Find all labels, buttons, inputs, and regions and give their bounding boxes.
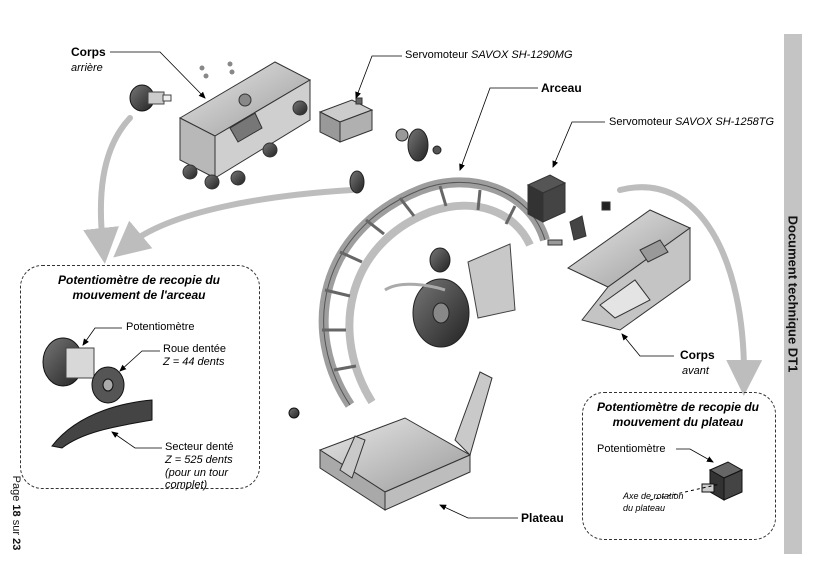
flow-arrow-pinion [113, 187, 355, 258]
flow-arrow-rear-potentiometer [83, 115, 133, 264]
secteur-dente-label: Secteur denté [165, 441, 234, 453]
servo1-model: SAVOX SH-1290MG [471, 49, 573, 61]
left-box-leaders [82, 327, 162, 449]
small-screw-part [288, 407, 300, 419]
servo2-model: SAVOX SH-1258TG [675, 116, 775, 128]
flow-arrow-front-potentiometer [617, 184, 763, 396]
document-sidebar [784, 34, 802, 554]
right-box-title-line2: mouvement du plateau [612, 415, 744, 429]
plateau-label: Plateau [521, 511, 564, 525]
axe-rotation-label-1: Axe de rotation [623, 491, 684, 501]
rear-potentiometer-part [129, 84, 172, 112]
arch-part [318, 177, 550, 408]
corps-arriere-sublabel: arrière [71, 62, 103, 74]
pulley-part [384, 247, 470, 348]
right-potentiometre-label: Potentiomètre [597, 443, 666, 455]
corps-avant-label: Corps [680, 348, 715, 362]
page-total: 23 [10, 538, 22, 551]
page-middle: sur [10, 516, 22, 539]
right-detail-box [582, 392, 776, 540]
secteur-note-1: (pour un tour [165, 467, 228, 479]
document-reference: Document technique DT1 [785, 215, 801, 373]
corps-arriere-label: Corps [71, 45, 106, 59]
page-number: Page 18 sur 23 [10, 476, 22, 551]
servo-sh1258tg-part [526, 174, 611, 246]
page-prefix: Page [10, 475, 22, 505]
plateau-part [318, 371, 493, 511]
left-box-illustration [42, 337, 153, 449]
roue-dentee-label: Roue dentée [163, 343, 226, 355]
page-current: 18 [10, 504, 22, 517]
right-box-leaders [676, 448, 714, 463]
rear-screws [199, 61, 235, 79]
main-leaders [110, 51, 674, 519]
corps-avant-sublabel: avant [682, 365, 709, 377]
right-box-title-line1: Potentiomètre de recopie du [596, 400, 760, 414]
left-potentiometre-label: Potentiomètre [126, 321, 195, 333]
rear-body-part [178, 61, 312, 190]
right-box-title: Potentiomètre de recopie du mouvement du… [586, 400, 770, 430]
left-detail-box [20, 265, 260, 489]
secteur-dente-z: Z = 525 dents [165, 454, 233, 466]
servo-sh1290mg-part [318, 97, 374, 143]
front-body-part [567, 209, 691, 331]
axe-rotation-label-2: du plateau [623, 503, 666, 513]
right-box-illustration [649, 461, 744, 501]
left-box-title: Potentiomètre de recopie du mouvement de… [24, 273, 254, 303]
servo1-prefix: Servomoteur [405, 49, 472, 61]
left-box-title-line2: mouvement de l'arceau [72, 288, 206, 302]
flow-arrows [83, 115, 763, 396]
arceau-label: Arceau [541, 81, 582, 95]
secteur-note-2: complet) [165, 479, 208, 491]
servo2-label: Servomoteur SAVOX SH-1258TG [609, 116, 774, 129]
left-box-title-line1: Potentiomètre de recopie du [57, 273, 221, 287]
servo1-label: Servomoteur SAVOX SH-1290MG [405, 49, 573, 62]
roue-dentee-z: Z = 44 dents [163, 356, 225, 368]
servo2-prefix: Servomoteur [609, 116, 676, 128]
gears-servo1 [349, 128, 442, 194]
